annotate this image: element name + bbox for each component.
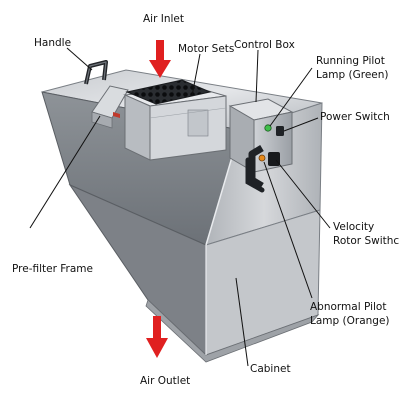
label-velocity-rotor-2: Rotor Swithch (333, 235, 400, 247)
label-motor-sets: Motor Sets (178, 43, 234, 55)
label-running-pilot-lamp-1: Running Pilot (316, 55, 385, 67)
leader-motor-sets (191, 53, 201, 97)
label-abnormal-pilot-2: Lamp (Orange) (310, 315, 390, 327)
prefilter-frame (91, 85, 129, 129)
running-pilot-lamp (264, 124, 272, 132)
leader-control-box (255, 49, 259, 103)
labels: Air Inlet Handle Motor Sets Control Box … (12, 13, 400, 387)
label-power-switch: Power Switch (320, 111, 390, 123)
leader-cabinet (235, 277, 249, 367)
leader-prefilter (29, 115, 101, 229)
abnormal-pilot-lamp (258, 154, 266, 162)
label-prefilter-frame: Pre-filter Frame (12, 263, 93, 275)
leader-running-lamp (269, 67, 313, 127)
air-outlet-arrow (146, 316, 168, 358)
red-tab (113, 112, 120, 118)
handle (84, 60, 108, 85)
label-air-inlet: Air Inlet (143, 13, 184, 25)
motor-sets-housing (123, 79, 227, 161)
power-switch (276, 126, 284, 136)
label-cabinet: Cabinet (250, 363, 291, 375)
label-velocity-rotor-1: Velocity (333, 221, 374, 233)
label-running-pilot-lamp-2: Lamp (Green) (316, 69, 389, 81)
leader-abnormal-lamp (263, 161, 313, 299)
air-inlet-arrow (149, 40, 171, 78)
control-box (228, 98, 294, 193)
label-air-outlet: Air Outlet (140, 375, 190, 387)
leader-handle (66, 47, 93, 71)
leader-power-switch (283, 117, 319, 132)
fan-grill (125, 79, 212, 105)
label-abnormal-pilot-1: Abnormal Pilot (310, 301, 386, 313)
leader-velocity-rotor (275, 159, 331, 229)
velocity-rotor-switch (268, 152, 280, 166)
label-handle: Handle (34, 37, 71, 49)
leader-lines (29, 47, 331, 367)
label-control-box: Control Box (234, 39, 295, 51)
